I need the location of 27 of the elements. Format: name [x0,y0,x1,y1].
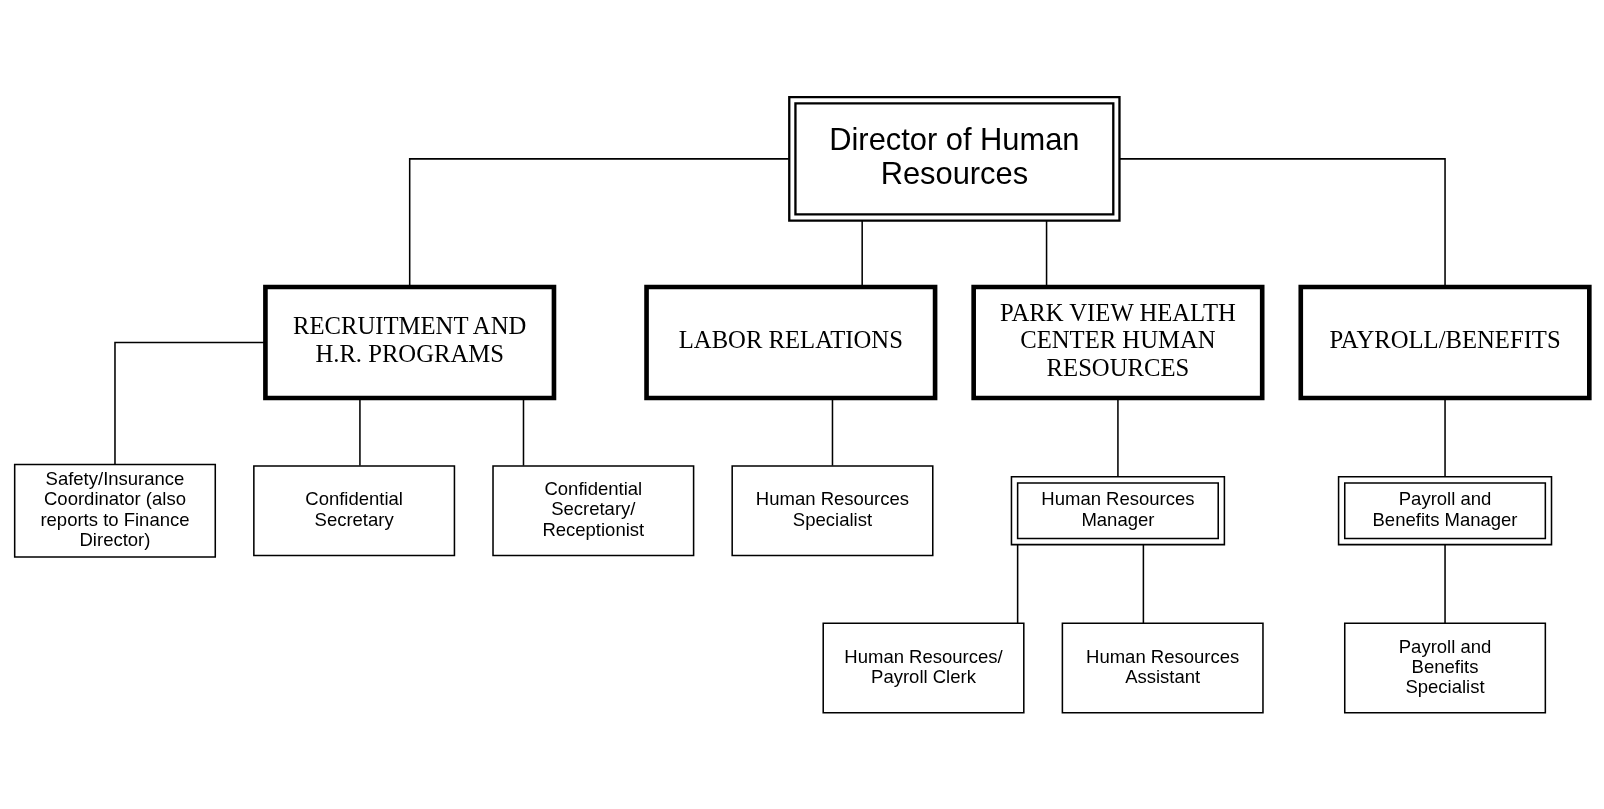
connector [1016,543,1019,624]
node-box: Human Resources Manager [1010,475,1226,545]
node-box: Human Resources Specialist [731,464,934,556]
node-box: LABOR RELATIONS [644,284,938,400]
node-box: PARK VIEW HEALTH CENTER HUMAN RESOURCES [971,284,1265,400]
node-box: Confidential Secretary [253,464,456,556]
connector [408,157,790,288]
connector [831,397,834,466]
node-box: Human Resources Assistant [1061,622,1264,714]
node-box: Human Resources/ Payroll Clerk [822,622,1025,714]
connector [861,219,863,287]
node-box: Director of Human Resources [788,95,1121,222]
node-box: RECRUITMENT AND H.R. PROGRAMS [263,284,557,400]
node-box: Payroll and Benefits Specialist [1344,622,1547,714]
connector [1045,219,1048,287]
connector [1119,157,1446,288]
node-box: Confidential Secretary/ Receptionist [492,464,695,556]
connector [1117,397,1119,477]
node-box: Safety/Insurance Coordinator (also reports to Finance Director) [13,463,217,558]
connector [359,397,361,466]
connector [114,341,267,465]
node-box: Payroll and Benefits Manager [1337,475,1553,545]
connector [1142,543,1145,624]
connector [522,397,525,466]
connector [1444,397,1446,477]
node-box: PAYROLL/BENEFITS [1298,284,1592,400]
connector [1444,543,1446,624]
